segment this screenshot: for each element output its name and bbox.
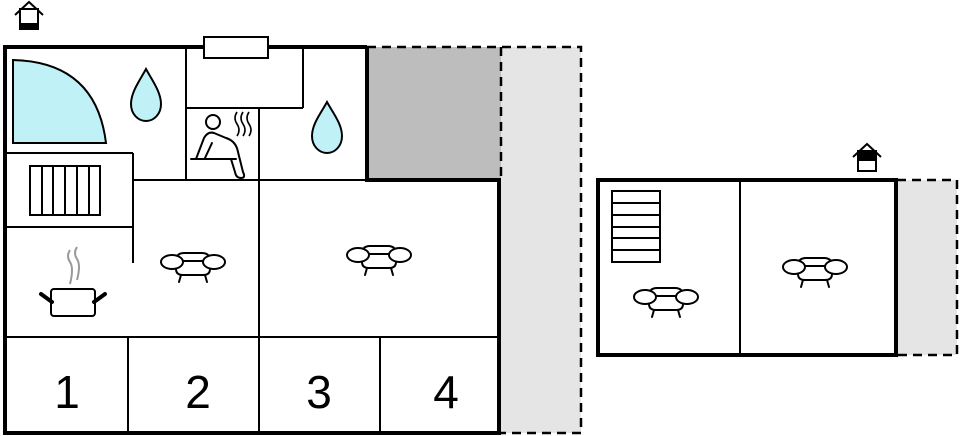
heat-waves-icon xyxy=(234,111,252,137)
water-drop-icon xyxy=(310,99,344,155)
covered-terrace xyxy=(367,47,501,180)
sofa-icon xyxy=(160,252,226,283)
interior-walls xyxy=(5,47,499,433)
entrance-house-icon xyxy=(852,143,882,172)
terrace-main xyxy=(501,47,581,433)
radiator-icon xyxy=(29,165,101,216)
annex-building-walls xyxy=(596,178,898,357)
terrace-annex-outline xyxy=(897,178,959,357)
entrance-house-icon xyxy=(14,1,44,30)
bedroom-number: 1 xyxy=(54,366,80,418)
bedroom-number: 4 xyxy=(433,366,459,418)
terrace-annex xyxy=(897,180,957,355)
window-icon xyxy=(203,36,269,59)
sofa-icon xyxy=(782,257,848,288)
terrace-main-outline xyxy=(367,45,583,435)
staircase-icon xyxy=(611,190,661,263)
bathtub-icon xyxy=(12,58,108,144)
sauna-person-icon xyxy=(190,114,246,179)
sofa-icon xyxy=(633,287,699,318)
bedroom-number: 3 xyxy=(306,366,332,418)
water-drop-icon xyxy=(129,66,163,123)
bedroom-number: 2 xyxy=(185,366,211,418)
sofa-icon xyxy=(346,245,412,276)
cooking-pot-icon xyxy=(39,246,107,317)
